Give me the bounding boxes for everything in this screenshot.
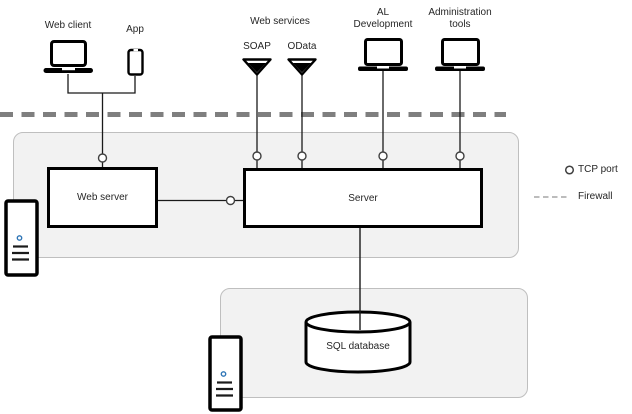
al-development-label: AL Development [343,7,423,31]
app-phone-icon [127,48,144,76]
sql-database-label: SQL database [326,341,390,352]
web-client-label: Web client [44,20,92,31]
admin-tools-laptop-icon [435,38,485,71]
tcp-port-icon-admin [455,151,465,161]
tcp-port-icon-al [378,151,388,161]
al-development-laptop-icon [358,38,408,71]
server-box: Server [243,168,483,228]
tcp-port-icon-server [225,195,236,206]
al-development-label-line1: AL [376,7,390,18]
odata-funnel-icon [287,58,317,76]
legend-tcp-port-label: TCP port [578,164,618,175]
administration-tools-label-line1: Administration [428,7,492,18]
database-cylinder-icon [304,310,412,374]
web-server-box: Web server [47,167,158,228]
web-client-laptop-icon [43,40,93,73]
administration-tools-label: Administration tools [410,7,510,31]
client-bracket-line [67,74,136,94]
web-server-label: Web server [77,192,128,203]
legend-firewall-label: Firewall [578,191,613,202]
administration-tools-label-line2: tools [449,19,471,30]
al-development-label-line2: Development [353,19,413,30]
service-tier-tower-server-icon [4,199,39,277]
legend-tcp-port-icon [564,165,575,175]
tcp-port-icon-webserver [97,153,108,163]
soap-label: SOAP [243,41,271,52]
server-label: Server [348,192,378,204]
tcp-port-icon-soap [252,151,262,161]
odata-label: OData [287,41,317,52]
web-services-label: Web services [250,16,310,27]
tcp-port-icon-odata [297,151,307,161]
soap-funnel-icon [242,58,272,76]
app-label: App [126,24,144,35]
data-tier-tower-server-icon [208,335,243,412]
